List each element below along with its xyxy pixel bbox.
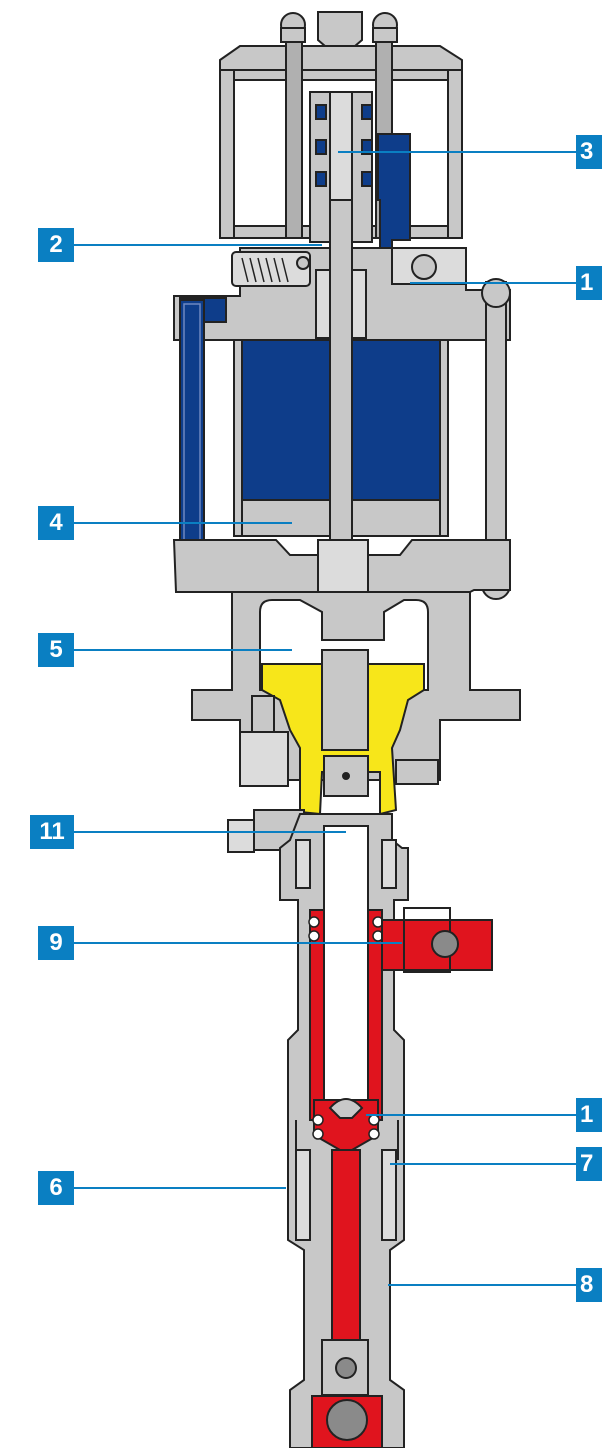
callout-label-9: 9 xyxy=(38,926,74,960)
callout-label-7: 7 xyxy=(576,1147,602,1181)
callout-label-1: 1 xyxy=(576,266,602,300)
callout-label-5: 5 xyxy=(38,633,74,667)
callout-label-3: 3 xyxy=(576,135,602,169)
fluid-chamber xyxy=(308,825,493,1448)
leader-lines xyxy=(74,151,580,1286)
callout-label-11: 11 xyxy=(30,815,74,849)
callout-label-4: 4 xyxy=(38,506,74,540)
callout-label-8: 8 xyxy=(576,1268,602,1302)
callout-label-6: 6 xyxy=(38,1171,74,1205)
top-cap-housing xyxy=(219,11,463,291)
callout-label-10: 1 xyxy=(576,1098,602,1132)
callout-label-2: 2 xyxy=(38,228,74,262)
packing-glands xyxy=(295,839,397,1241)
solvent-cup xyxy=(261,649,425,816)
